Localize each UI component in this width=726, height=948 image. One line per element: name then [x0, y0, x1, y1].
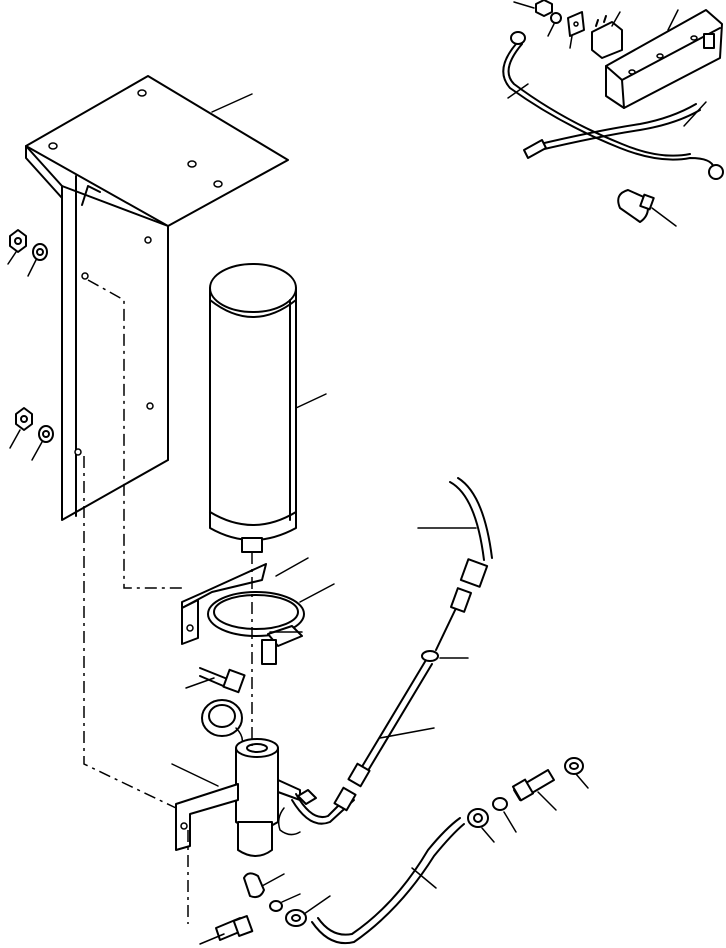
side-nut-upper	[8, 230, 26, 264]
top-nut	[514, 0, 552, 16]
hose-clip	[422, 651, 468, 661]
clamp-bolt	[186, 668, 245, 692]
fitting-nut	[468, 809, 494, 842]
hose-fitting	[513, 770, 556, 810]
side-nut-lower	[10, 408, 32, 448]
hose-clamp	[208, 584, 334, 664]
ground-strap	[503, 32, 723, 179]
side-washer-lower	[32, 426, 53, 460]
clamp-bracket	[182, 558, 308, 644]
mounting-bracket	[26, 76, 288, 520]
cable-connector-lower	[451, 588, 471, 612]
tank-cylinder	[210, 264, 326, 552]
outlet-bracket	[176, 784, 238, 850]
tank-outlet-fitting	[172, 739, 300, 856]
upper-tube	[418, 478, 492, 560]
small-plate	[568, 12, 584, 48]
hose-fitting-nut	[565, 758, 588, 788]
washer	[270, 894, 300, 911]
nut	[286, 896, 330, 926]
terminal-block	[606, 10, 722, 108]
elbow-fitting	[244, 873, 284, 897]
relay	[592, 12, 622, 58]
indicator-lamp	[618, 190, 676, 226]
long-wire	[524, 102, 706, 158]
filler-cap	[202, 700, 258, 749]
wire-harness	[279, 808, 300, 835]
supply-hose	[292, 604, 458, 824]
top-washer	[548, 13, 561, 36]
side-washer-upper	[28, 244, 47, 276]
alignment-lines	[84, 280, 252, 808]
bracket-bolt	[188, 830, 252, 944]
cable-connector-upper	[461, 559, 487, 587]
fitting-washer	[493, 798, 516, 832]
return-hose	[312, 818, 464, 943]
